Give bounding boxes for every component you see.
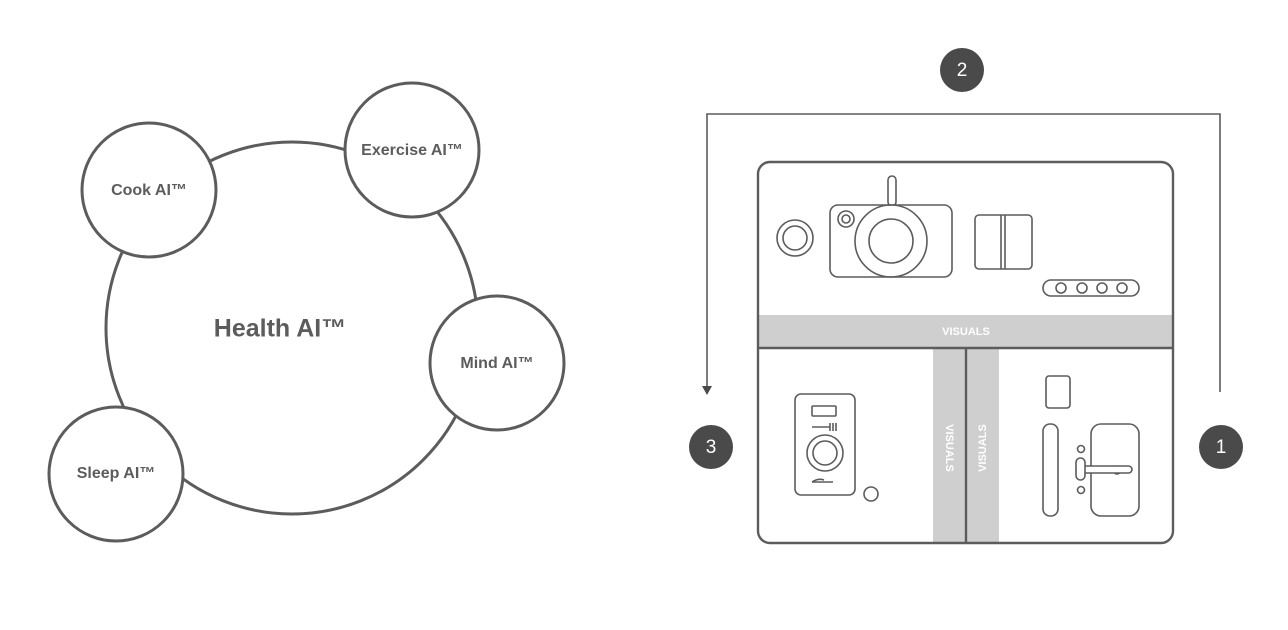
sink-icon bbox=[1075, 423, 1140, 517]
visuals-band-vertical-right bbox=[967, 349, 999, 543]
step-badge-3: 3 bbox=[689, 425, 733, 469]
sleep-ai-node: Sleep AI™ bbox=[47, 405, 185, 543]
oven-icon bbox=[794, 393, 856, 496]
visuals-label-vertical-left: VISUALS bbox=[943, 424, 955, 472]
visuals-label-horizontal: VISUALS bbox=[942, 326, 990, 338]
cook-ai-label: Cook AI™ bbox=[111, 182, 187, 199]
flow-bracket bbox=[706, 113, 1221, 392]
mind-ai-label: Mind AI™ bbox=[460, 355, 533, 372]
step-3-label: 3 bbox=[706, 437, 717, 458]
step-badge-1: 1 bbox=[1199, 425, 1243, 469]
tall-handle-icon bbox=[1042, 423, 1059, 517]
knob-panel-icon bbox=[1042, 279, 1140, 297]
double-door-cabinet-icon bbox=[974, 214, 1033, 270]
cooktop-icon bbox=[829, 175, 953, 278]
small-knob-icon bbox=[863, 486, 879, 502]
step-badge-2: 2 bbox=[940, 48, 984, 92]
sleep-ai-label: Sleep AI™ bbox=[77, 465, 156, 482]
mind-ai-circle bbox=[428, 294, 566, 432]
exercise-ai-circle bbox=[343, 81, 481, 219]
visuals-band-vertical-left bbox=[933, 349, 965, 543]
step-2-label: 2 bbox=[957, 60, 968, 81]
step-1-label: 1 bbox=[1216, 437, 1227, 458]
exercise-ai-node: Exercise AI™ bbox=[343, 81, 481, 219]
flow-arrowhead-icon bbox=[702, 386, 712, 395]
visuals-label-vertical-right: VISUALS bbox=[977, 424, 989, 472]
small-cabinet-icon bbox=[1045, 375, 1071, 409]
exercise-ai-label: Exercise AI™ bbox=[361, 142, 463, 159]
mind-ai-node: Mind AI™ bbox=[428, 294, 566, 432]
health-ai-label: Health AI™ bbox=[214, 315, 346, 343]
sleep-ai-circle bbox=[47, 405, 185, 543]
visuals-band-horizontal bbox=[759, 315, 1172, 348]
kitchen-plan-diagram: 2 3 1 VISUALS VISUALS VISUALS bbox=[689, 48, 1243, 545]
health-ai-diagram: Health AI™ Cook AI™ Exercise AI™ Mind AI… bbox=[47, 81, 566, 543]
round-device-icon bbox=[776, 219, 814, 257]
cook-ai-circle bbox=[80, 121, 218, 259]
cook-ai-node: Cook AI™ bbox=[80, 121, 218, 259]
